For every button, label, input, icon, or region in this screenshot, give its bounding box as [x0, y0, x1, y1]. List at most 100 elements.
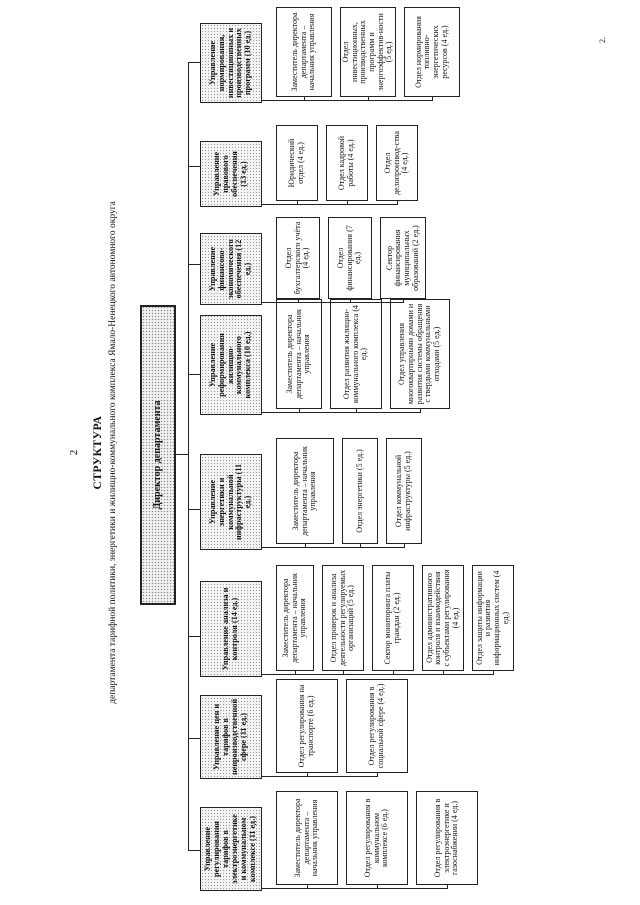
dept-3-unit-3-label: Сектор мониторинга платы граждан (2 ед.)	[383, 571, 401, 665]
dept-1-unit-1: Заместитель директора департамента – нач…	[276, 791, 338, 885]
connector-trunk	[176, 453, 188, 455]
dept-6-unit-2: Отдел финансирования (7 ед.)	[328, 217, 372, 299]
connector-unit-6-3	[403, 299, 405, 303]
dept-3-unit-4-label: Отдел административного контроля и взаим…	[424, 569, 460, 667]
connector-unit-7-3	[397, 201, 399, 205]
connector-spine-8	[262, 99, 432, 101]
dept-6-unit-1-label: Отдел бухгалтерского учёта (4 ед.)	[284, 221, 311, 295]
connector-dept-7	[188, 165, 200, 167]
dept-3-head: Управление анализа и контроля (14 ед.)	[200, 581, 262, 677]
dept-1-head-label: Управление регулирования тарифов в элект…	[203, 814, 257, 884]
connector-spine-1	[262, 887, 447, 889]
corner-mark: 2.	[598, 37, 607, 43]
dept-8-head-label: Управление нормирования, инвестиционных …	[207, 27, 253, 99]
connector-unit-8-3	[432, 97, 434, 101]
dept-3-unit-5: Отдел защиты информации и развития инфор…	[472, 565, 514, 671]
dept-7-unit-1-label: Юридический отдел (4 ед.)	[287, 138, 305, 188]
connector-spine-3	[262, 673, 493, 675]
dept-5-head: Управление реформирования жилищно-коммун…	[200, 315, 262, 415]
dept-3-unit-2-label: Отдел проверок и анализа деятельности ре…	[329, 569, 356, 667]
dept-5-unit-1: Заместитель директора департамента – нач…	[276, 299, 322, 409]
dept-4-unit-1: Заместитель директора департамента – нач…	[276, 438, 334, 544]
dept-2-unit-2: Отдел регулирования в социальной сфере (…	[346, 679, 408, 773]
connector-spine-7	[262, 203, 397, 205]
connector-unit-2-2	[377, 773, 379, 777]
dept-8-unit-1-label: Заместитель директора департамента – нач…	[290, 12, 317, 92]
document-title: СТРУКТУРА	[92, 415, 104, 490]
dept-1-unit-2-label: Отдел регулирования в коммунальном компл…	[363, 798, 390, 878]
connector-spine-4	[262, 546, 404, 548]
connector-dept-5	[188, 373, 200, 375]
connector-dept-2	[188, 737, 200, 739]
connector-spine-5	[262, 411, 420, 413]
dept-7-unit-3-label: Отдел делопроизвод-ства (4 ед.)	[383, 131, 410, 195]
dept-6-unit-3: Сектор финансирования муниципальных обра…	[380, 217, 426, 299]
page-number: 2	[68, 449, 80, 456]
connector-dept-8	[188, 61, 200, 63]
dept-6-head: Управление финансово-экономического обес…	[200, 233, 262, 305]
dept-5-head-label: Управление реформирования жилищно-коммун…	[207, 331, 253, 399]
dept-7-unit-1: Юридический отдел (4 ед.)	[276, 125, 318, 201]
dept-7-unit-2: Отдел кадровой работы (4 ед.)	[326, 125, 368, 201]
director-label: Директор департамента	[151, 400, 163, 510]
connector-unit-4-3	[404, 544, 406, 548]
connector-spine-2	[262, 775, 377, 777]
connector-dept-4	[188, 508, 200, 510]
dept-7-unit-2-label: Отдел кадровой работы (4 ед.)	[337, 135, 355, 191]
dept-7-head: Управление правового обеспечения (13 ед.…	[200, 141, 262, 207]
dept-1-unit-3-label: Отдел регулирования в электроэнергетике …	[433, 798, 460, 878]
dept-1-unit-2: Отдел регулирования в коммунальном компл…	[346, 791, 408, 885]
dept-5-unit-2-label: Отдел развития жилищно-коммунального ком…	[342, 304, 369, 404]
dept-2-unit-1: Отдел регулирования на транспорте (6 ед.…	[276, 679, 338, 773]
dept-2-head: Управление цен и тарифов в непроизводств…	[200, 695, 262, 779]
dept-3-unit-2: Отдел проверок и анализа деятельности ре…	[322, 565, 364, 671]
dept-4-head-label: Управление энергетики и коммунальной инф…	[207, 463, 253, 541]
dept-3-unit-1: Заместитель директора департамента – нач…	[276, 565, 314, 671]
dept-6-unit-1: Отдел бухгалтерского учёта (4 ед.)	[276, 217, 320, 299]
dept-1-head: Управление регулирования тарифов в элект…	[200, 807, 262, 891]
dept-3-unit-3: Сектор мониторинга платы граждан (2 ед.)	[372, 565, 414, 671]
connector-unit-5-3	[420, 409, 422, 413]
dept-5-unit-2: Отдел развития жилищно-коммунального ком…	[330, 299, 382, 409]
dept-2-head-label: Управление цен и тарифов в непроизводств…	[212, 698, 248, 776]
dept-7-unit-3: Отдел делопроизвод-ства (4 ед.)	[376, 125, 418, 201]
dept-2-unit-2-label: Отдел регулирования в социальной сфере (…	[367, 683, 385, 769]
dept-4-unit-2-label: Отдел энергетики (5 ед.)	[354, 449, 364, 533]
dept-5-unit-3: Отдел управления многоквартирными домами…	[390, 299, 450, 409]
dept-3-unit-4: Отдел административного контроля и взаим…	[422, 565, 464, 671]
dept-8-unit-3-label: Отдел нормирования топливно-энергетическ…	[413, 16, 449, 88]
connector-dept-3	[188, 635, 200, 637]
dept-4-unit-2: Отдел энергетики (5 ед.)	[342, 438, 378, 544]
dept-7-head-label: Управление правового обеспечения (13 ед.…	[212, 151, 248, 197]
dept-4-unit-3-label: Отдел коммунальной инфраструктуры (5 ед.…	[394, 451, 412, 531]
dept-8-unit-1: Заместитель директора департамента – нач…	[276, 7, 332, 97]
dept-3-unit-1-label: Заместитель директора департамента – нач…	[281, 573, 308, 663]
dept-4-unit-3: Отдел коммунальной инфраструктуры (5 ед.…	[386, 438, 422, 544]
dept-6-head-label: Управление финансово-экономического обес…	[207, 239, 253, 299]
connector-unit-3-5	[493, 671, 495, 675]
dept-3-unit-5-label: Отдел защиты информации и развития инфор…	[474, 570, 510, 666]
dept-8-unit-2-label: Отдел инвестиционных, производственных п…	[341, 13, 394, 91]
connector-bus	[188, 63, 190, 851]
dept-6-unit-3-label: Сектор финансирования муниципальных обра…	[384, 225, 420, 291]
dept-4-head: Управление энергетики и коммунальной инф…	[200, 454, 262, 550]
dept-8-unit-3: Отдел нормирования топливно-энергетическ…	[404, 7, 460, 97]
dept-4-unit-1-label: Заместитель директора департамента – нач…	[291, 446, 318, 536]
dept-2-unit-1-label: Отдел регулирования на транспорте (6 ед.…	[297, 684, 315, 768]
director-box: Директор департамента	[140, 305, 176, 605]
dept-5-unit-3-label: Отдел управления многоквартирными домами…	[397, 303, 441, 405]
document-subtitle: департамента тарифной политики, энергети…	[108, 201, 118, 704]
dept-6-unit-2-label: Отдел финансирования (7 ед.)	[336, 225, 363, 291]
dept-5-unit-1-label: Заместитель директора департамента – нач…	[285, 309, 312, 399]
dept-8-head: Управление нормирования, инвестиционных …	[200, 23, 262, 103]
dept-1-unit-1-label: Заместитель директора департамента – нач…	[293, 798, 320, 878]
dept-8-unit-2: Отдел инвестиционных, производственных п…	[340, 7, 396, 97]
connector-dept-6	[188, 263, 200, 265]
connector-dept-1	[188, 849, 200, 851]
dept-1-unit-3: Отдел регулирования в электроэнергетике …	[416, 791, 478, 885]
connector-unit-1-3	[447, 885, 449, 889]
dept-3-head-label: Управление анализа и контроля (14 ед.)	[221, 587, 239, 671]
connector-spine-6	[262, 301, 403, 303]
